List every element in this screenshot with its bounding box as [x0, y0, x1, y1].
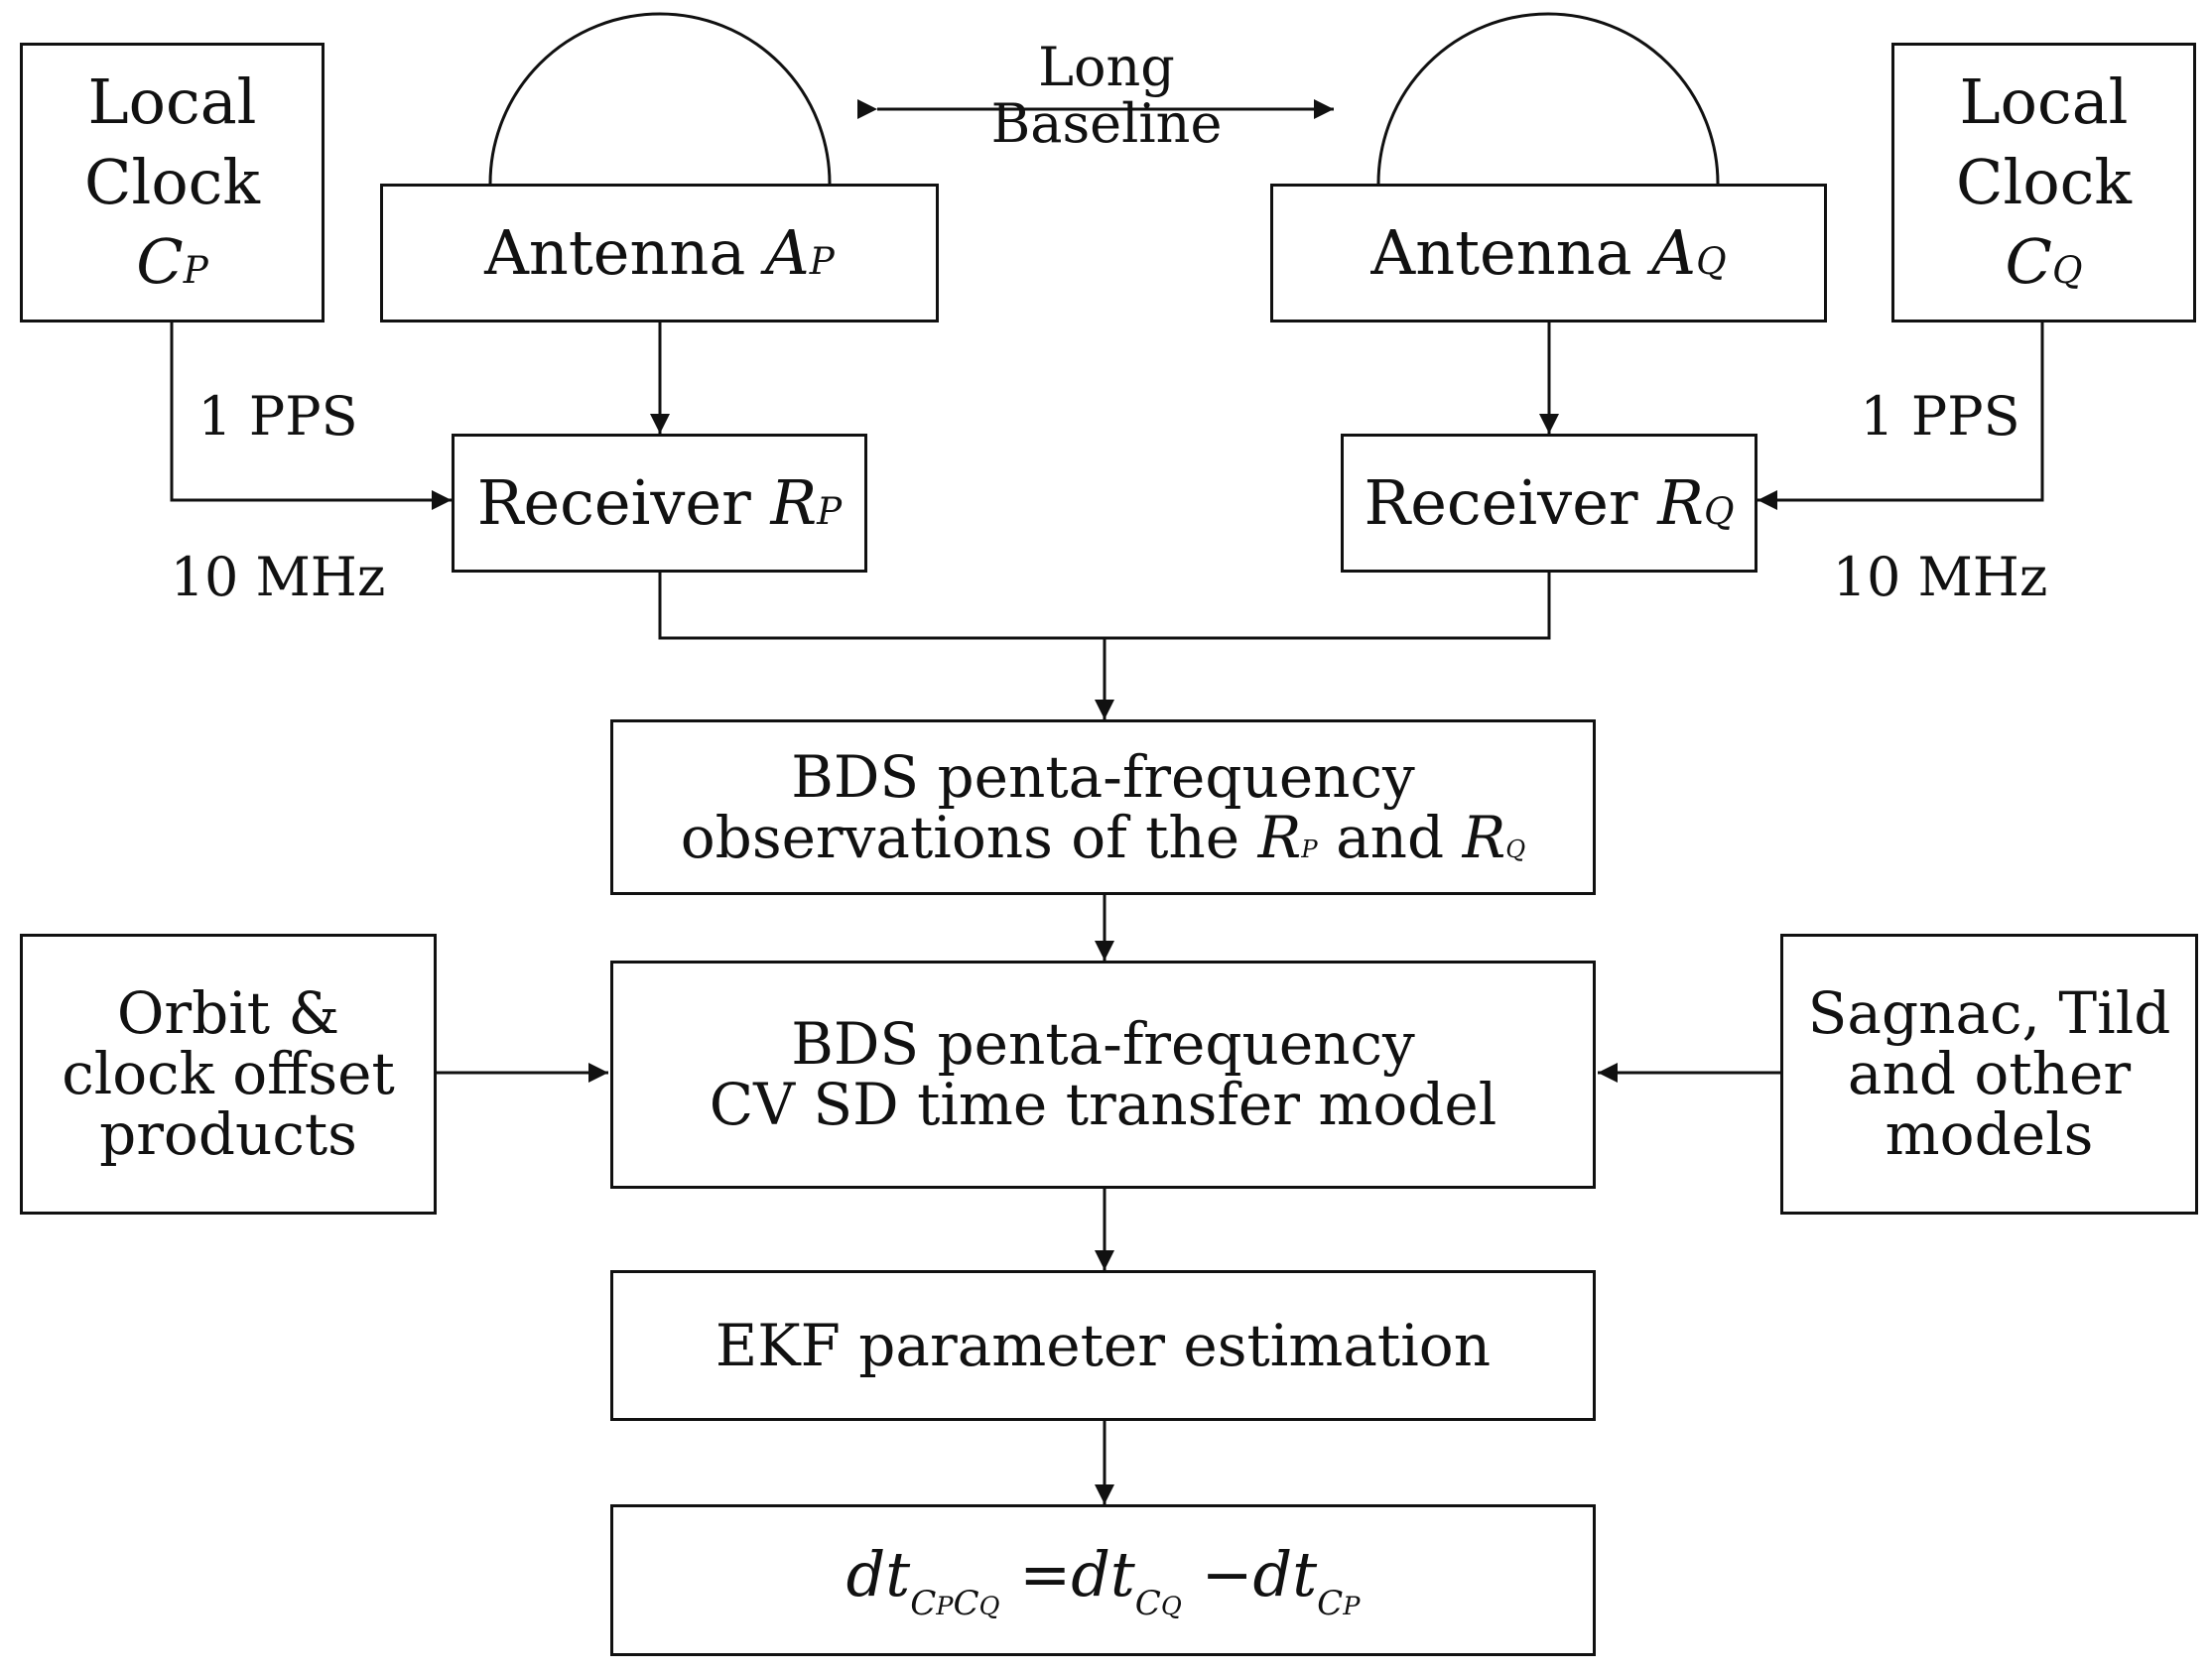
local-clock-q-box: Local Clock CQ — [1891, 43, 2196, 322]
clock-q-sub: Q — [2051, 248, 2083, 293]
antenna-p-sub: P — [809, 238, 835, 283]
clock-p-var: C — [136, 225, 184, 299]
eq-lhs-c2: C — [953, 1583, 979, 1623]
receiver-p-var: R — [770, 465, 818, 539]
eq-t1-c: C — [1134, 1583, 1161, 1623]
arrow-clock-q-receiver-q — [1757, 321, 2044, 510]
orbit-line1: Orbit & — [116, 979, 340, 1048]
clock-p-line1: Local — [87, 65, 257, 139]
antenna-q-sub: Q — [1696, 238, 1727, 283]
orbit-line2: clock offset — [62, 1040, 395, 1108]
observations-var2: R — [1462, 803, 1506, 871]
antenna-p-var: A — [765, 215, 810, 289]
antenna-dome-q — [1376, 12, 1720, 185]
observations-box: BDS penta-frequency observations of the … — [610, 719, 1596, 895]
baseline-label: Long Baseline — [953, 36, 1260, 155]
sagnac-models-box: Sagnac, Tild and other models — [1780, 934, 2198, 1215]
local-clock-p-box: Local Clock CP — [20, 43, 325, 322]
time-transfer-model-box: BDS penta-frequency CV SD time transfer … — [610, 961, 1596, 1189]
receiver-p-label: Receiver — [476, 465, 751, 539]
eq-minus: − — [1201, 1537, 1253, 1610]
sagnac-line1: Sagnac, Tild — [1807, 979, 2171, 1048]
observations-line1: BDS penta-frequency — [791, 742, 1415, 811]
eq-lhs: dt — [846, 1537, 911, 1610]
antenna-p-box: Antenna AP — [380, 184, 939, 322]
ekf-box: EKF parameter estimation — [610, 1270, 1596, 1421]
eq-t2: dt — [1252, 1537, 1318, 1610]
receiver-q-sub: Q — [1703, 488, 1735, 533]
clock-p-line2: Clock — [84, 145, 260, 218]
clock-q-line2: Clock — [1956, 145, 2132, 218]
equation: dtCPCQ =dtCQ −dtCP — [846, 1535, 1361, 1625]
observations-sub1: P — [1301, 834, 1318, 863]
eq-lhs-c1: C — [910, 1583, 937, 1623]
signal-right-pps: 1 PPS — [1860, 385, 2020, 448]
clock-q-line1: Local — [1959, 65, 2129, 139]
clock-difference-equation-box: dtCPCQ =dtCQ −dtCP — [610, 1504, 1596, 1656]
eq-t2-s: P — [1343, 1591, 1361, 1621]
receiver-p-box: Receiver RP — [452, 434, 867, 573]
signal-left-pps: 1 PPS — [197, 385, 358, 448]
signal-left-mhz: 10 MHz — [170, 546, 386, 608]
clock-q-var: C — [2005, 225, 2052, 299]
ekf-label: EKF parameter estimation — [715, 1311, 1492, 1379]
observations-sub2: Q — [1505, 834, 1526, 863]
merge-line — [658, 571, 1551, 640]
model-line1: BDS penta-frequency — [791, 1010, 1415, 1079]
eq-t1-s: Q — [1160, 1591, 1182, 1621]
model-line2: CV SD time transfer model — [709, 1071, 1497, 1138]
baseline-line1: Long — [1038, 36, 1175, 98]
observations-conj: and — [1336, 803, 1445, 871]
receiver-p-sub: P — [817, 488, 843, 533]
eq-equals: = — [1019, 1537, 1072, 1610]
eq-lhs-s1: P — [936, 1591, 954, 1621]
observations-var1: R — [1257, 803, 1302, 871]
sagnac-line3: models — [1885, 1099, 2094, 1168]
receiver-q-var: R — [1657, 465, 1704, 539]
antenna-q-box: Antenna AQ — [1270, 184, 1827, 322]
antenna-p-label: Antenna — [484, 215, 746, 289]
eq-t2-c: C — [1317, 1583, 1344, 1623]
receiver-q-label: Receiver — [1364, 465, 1638, 539]
eq-lhs-s2: Q — [978, 1591, 1000, 1621]
orbit-clock-box: Orbit & clock offset products — [20, 934, 437, 1215]
clock-p-sub: P — [183, 248, 208, 293]
orbit-line3: products — [99, 1099, 357, 1168]
observations-prefix: observations of the — [680, 803, 1240, 871]
eq-t1: dt — [1071, 1537, 1135, 1610]
signal-right-mhz: 10 MHz — [1832, 546, 2048, 608]
antenna-q-var: A — [1651, 215, 1697, 289]
antenna-dome-p — [488, 12, 832, 185]
baseline-line2: Baseline — [990, 91, 1223, 155]
arrow-clock-p-receiver-p — [170, 321, 452, 510]
antenna-q-label: Antenna — [1370, 215, 1632, 289]
receiver-q-box: Receiver RQ — [1341, 434, 1757, 573]
sagnac-line2: and other — [1847, 1040, 2132, 1108]
